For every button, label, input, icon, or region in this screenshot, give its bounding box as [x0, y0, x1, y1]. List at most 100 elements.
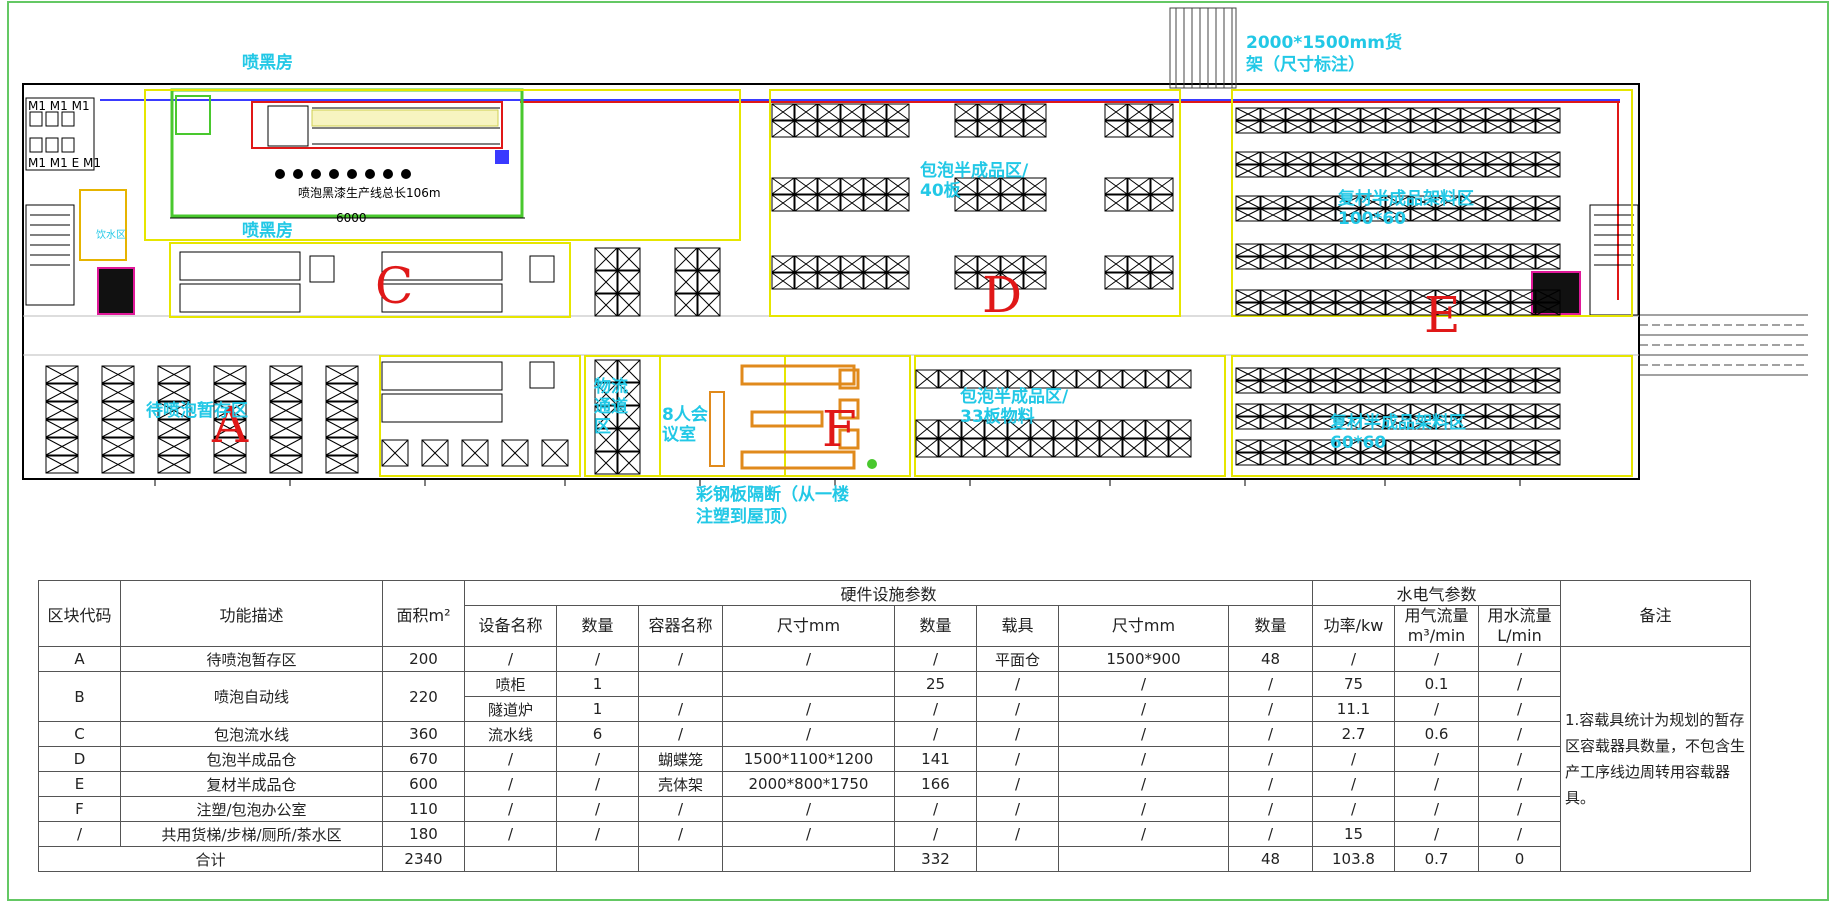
rack-butterfly-cage — [1127, 103, 1151, 121]
rack-shell — [1410, 367, 1436, 381]
rack-shell — [1435, 120, 1461, 134]
rack-butterfly-cage — [817, 272, 841, 290]
cell-value: / — [1478, 646, 1561, 672]
rack-shell — [1460, 289, 1486, 303]
rack-flat-bin — [269, 455, 303, 474]
rack-butterfly-cage — [1053, 419, 1077, 439]
cell-value: / — [638, 696, 723, 722]
rack-small — [617, 359, 641, 383]
rack-shell — [1485, 107, 1511, 121]
cell-value: / — [638, 796, 723, 822]
rack-flat-bin — [157, 401, 191, 420]
cell-value: 喷柜 — [464, 671, 557, 697]
rack-shell — [1435, 416, 1461, 430]
rack-shell — [1235, 256, 1261, 270]
rack-shell — [1410, 302, 1436, 316]
rack-butterfly-cage — [1122, 419, 1146, 439]
rack-shell — [1285, 367, 1311, 381]
rack-shell — [1310, 452, 1336, 466]
cell-value: / — [722, 721, 895, 747]
rack-shell — [1485, 289, 1511, 303]
rack-shell — [1335, 107, 1361, 121]
cell-value: 11.1 — [1312, 696, 1395, 722]
rack-shell — [1310, 302, 1336, 316]
rack-butterfly-cage — [1000, 194, 1024, 212]
cell-value: 1500*900 — [1058, 646, 1229, 672]
rack-shell — [1435, 380, 1461, 394]
stairs-left — [25, 204, 135, 315]
rack-shell — [1285, 380, 1311, 394]
rack-shell — [1335, 380, 1361, 394]
rack-butterfly-cage — [817, 177, 841, 195]
rack-shell — [1460, 380, 1486, 394]
rack-shell — [1485, 164, 1511, 178]
building-outline — [22, 83, 1640, 480]
rack-butterfly-cage — [1099, 369, 1123, 389]
cell-value: / — [1478, 671, 1561, 697]
rack-butterfly-cage — [1000, 177, 1024, 195]
rack-shell — [1410, 452, 1436, 466]
rack-shell — [1260, 367, 1286, 381]
subheader-cell: 尺寸mm — [722, 605, 895, 647]
rack-butterfly-cage — [1023, 103, 1047, 121]
rack-butterfly-cage — [1099, 419, 1123, 439]
zone-outlines — [144, 89, 1633, 477]
subheader-cell: 用气流量 m³/min — [1394, 605, 1479, 647]
rack-flat-bin — [45, 401, 79, 420]
rack-small — [594, 451, 618, 475]
rack-shell — [1285, 302, 1311, 316]
rack-flat-bin — [325, 383, 359, 402]
cell-value: 平面仓 — [976, 646, 1059, 672]
cell-code: D — [38, 746, 121, 772]
cell-desc: 复材半成品仓 — [120, 771, 383, 797]
cell-desc: 注塑/包泡办公室 — [120, 796, 383, 822]
rack-shell — [1385, 403, 1411, 417]
svg-text:饮水区: 饮水区 — [96, 228, 126, 241]
rack-flat-bin — [213, 437, 247, 456]
rack-shell — [1360, 151, 1386, 165]
cell-total-value: 332 — [894, 846, 977, 872]
rack-shell — [1310, 195, 1336, 209]
subheader-cell: 数量 — [1228, 605, 1313, 647]
rack-butterfly-cage — [1076, 419, 1100, 439]
rack-butterfly-cage — [915, 438, 939, 458]
rack-butterfly-cage — [977, 103, 1001, 121]
rack-shell — [1460, 195, 1486, 209]
rack-shell — [1260, 380, 1286, 394]
rack-shell — [1410, 243, 1436, 257]
rack-butterfly-cage — [1145, 369, 1169, 389]
cell-value: / — [638, 721, 723, 747]
cell-value: / — [1058, 771, 1229, 797]
rack-shell — [1360, 403, 1386, 417]
rack-butterfly-cage — [1127, 194, 1151, 212]
label-shelf-note: 2000*1500mm货架（尺寸标注） — [1246, 32, 1402, 75]
rack-shell — [1235, 243, 1261, 257]
label-zone-d2-note: 包泡半成品区/33板物料 — [960, 386, 1069, 427]
rack-shell — [1385, 289, 1411, 303]
rack-small — [617, 428, 641, 452]
rack-flat-bin — [101, 437, 135, 456]
rack-shell — [1310, 164, 1336, 178]
rack-butterfly-cage — [817, 194, 841, 212]
cell-value: / — [1312, 771, 1395, 797]
rack-flat-bin — [157, 383, 191, 402]
rack-shell — [1485, 120, 1511, 134]
rack-shell — [1235, 208, 1261, 222]
rack-shell — [1360, 367, 1386, 381]
cell-value: / — [1228, 696, 1313, 722]
rack-small — [697, 270, 721, 294]
rack-shell — [1385, 164, 1411, 178]
rack-flat-bin — [101, 419, 135, 438]
rack-butterfly-cage — [840, 177, 864, 195]
rack-shell — [1410, 416, 1436, 430]
rack-small — [674, 270, 698, 294]
rack-butterfly-cage — [1076, 369, 1100, 389]
rack-shell — [1410, 403, 1436, 417]
rack-shell — [1435, 289, 1461, 303]
rack-butterfly-cage — [771, 272, 795, 290]
rack-butterfly-cage — [1076, 438, 1100, 458]
rack-shell — [1235, 151, 1261, 165]
